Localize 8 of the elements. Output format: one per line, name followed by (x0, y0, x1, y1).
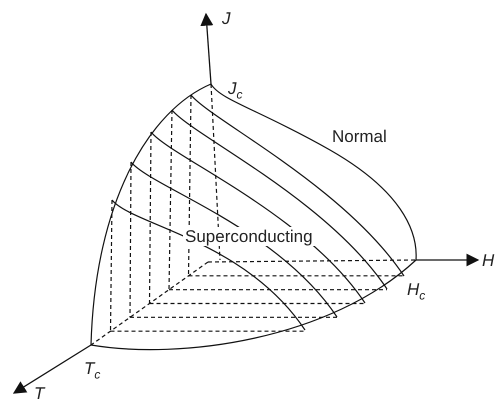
axis-label: T (34, 385, 44, 402)
critical-current-label: J$_{c}$ (228, 80, 242, 100)
region-label: Superconducting (183, 227, 315, 246)
region-label: Normal (332, 128, 387, 145)
axis-label: J (222, 10, 230, 27)
critical-temperature-label: T$_{c}$ (84, 360, 100, 380)
axis-label: H (482, 252, 494, 269)
critical-field-label: H$_{c}$ (407, 281, 426, 302)
